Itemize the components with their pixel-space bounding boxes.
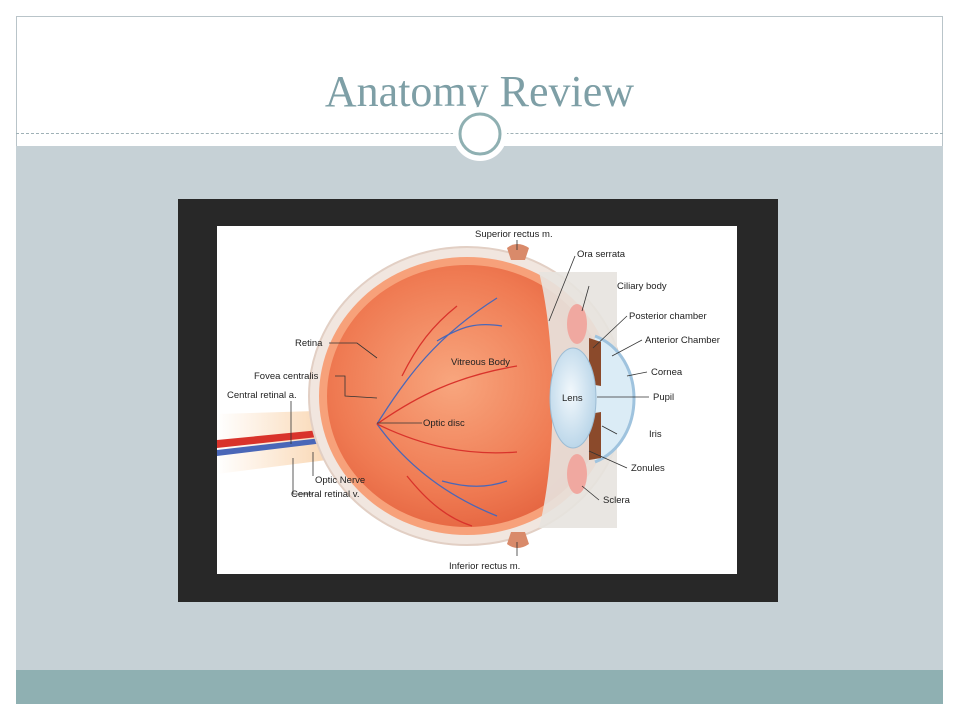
label-central-retinal-a: Central retinal a. [227, 390, 297, 401]
label-lens: Lens [562, 393, 583, 404]
label-vitreous-body: Vitreous Body [451, 357, 510, 368]
vitreous-body-shape [327, 265, 607, 527]
inferior-rectus-shape [507, 532, 529, 548]
label-central-retinal-v: Central retinal v. [291, 489, 359, 500]
label-zonules: Zonules [631, 463, 665, 474]
label-optic-disc: Optic disc [423, 418, 465, 429]
label-optic-nerve: Optic Nerve [315, 475, 365, 486]
eye-diagram: Superior rectus m. Ora serrata Ciliary b… [217, 226, 737, 574]
leader-lines [290, 240, 649, 556]
lens-shape [549, 347, 597, 449]
superior-rectus-shape [507, 244, 529, 260]
ciliary-body-lower-shape [567, 454, 587, 494]
label-superior-rectus: Superior rectus m. [475, 229, 553, 240]
label-inferior-rectus: Inferior rectus m. [449, 561, 520, 572]
label-pupil: Pupil [653, 392, 674, 403]
label-fovea-centralis: Fovea centralis [254, 371, 319, 382]
retinal-vessels [376, 297, 518, 527]
label-iris: Iris [649, 429, 662, 440]
label-posterior-chamber: Posterior chamber [629, 311, 707, 322]
ciliary-body-upper-shape [567, 304, 587, 344]
footer-band [16, 670, 943, 704]
label-ora-serrata: Ora serrata [577, 249, 626, 260]
cornea-shape [594, 334, 636, 464]
label-ciliary-body: Ciliary body [617, 281, 667, 292]
label-sclera: Sclera [603, 495, 631, 506]
label-retina: Retina [295, 338, 323, 349]
label-anterior-chamber: Anterior Chamber [645, 335, 720, 346]
label-cornea: Cornea [651, 367, 683, 378]
eye-anatomy-illustration: Superior rectus m. Ora serrata Ciliary b… [217, 229, 720, 572]
decorative-circle-icon [453, 107, 507, 161]
